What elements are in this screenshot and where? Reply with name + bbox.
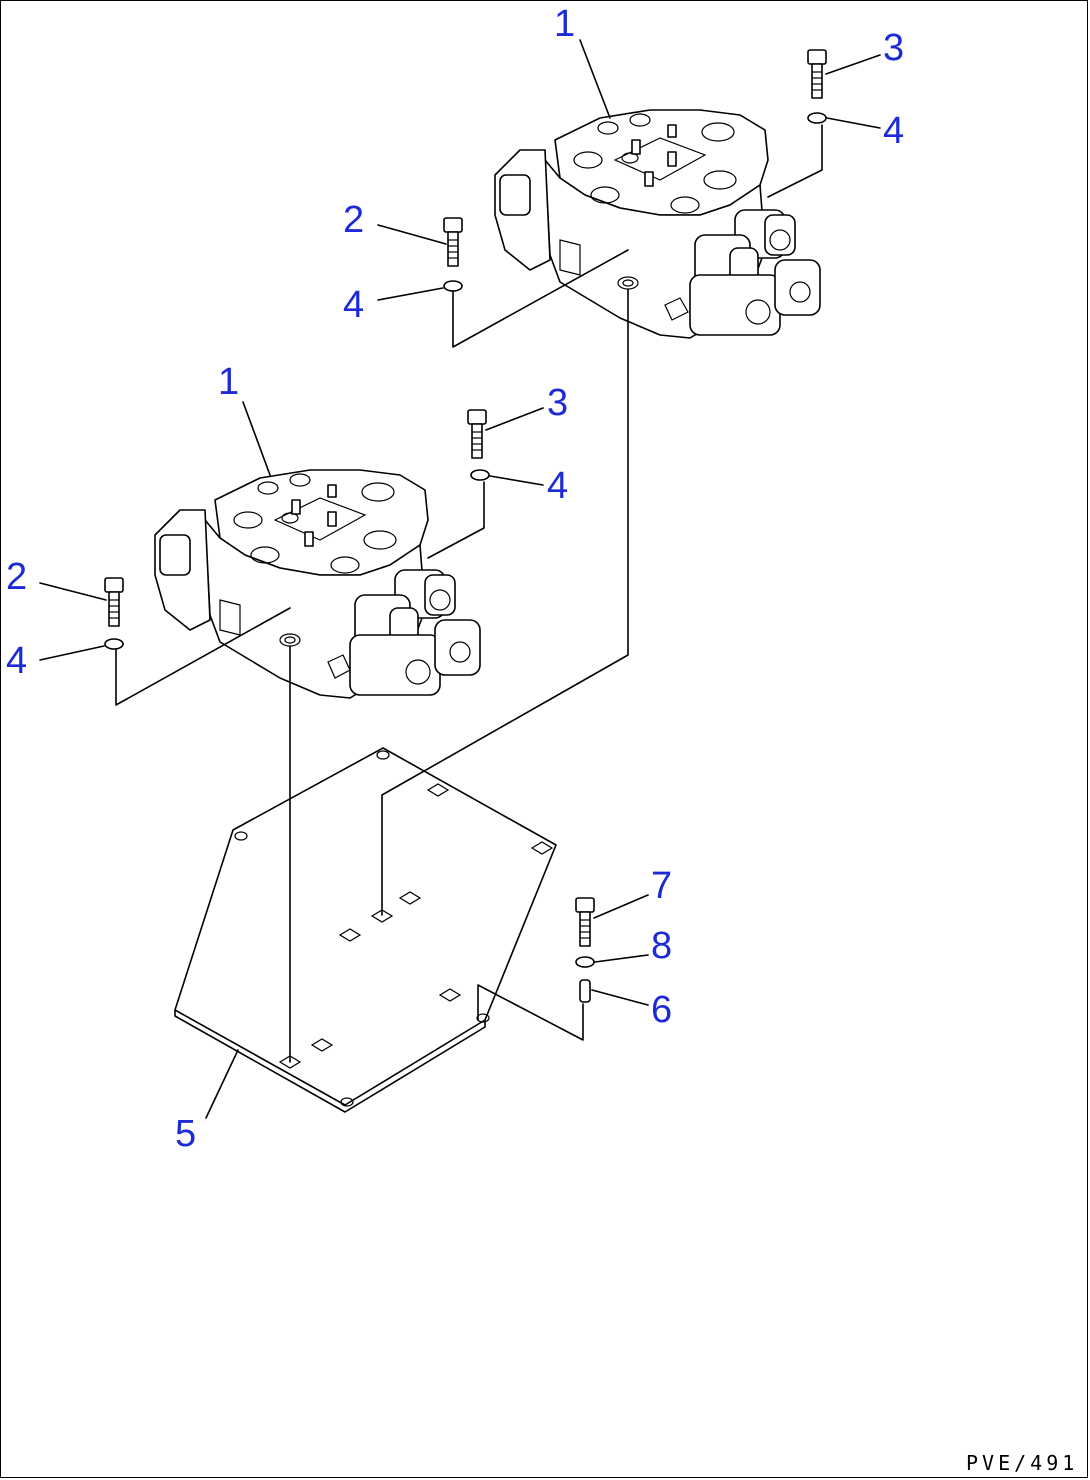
control-valve-upper — [494, 109, 821, 339]
dowel-pin-6 — [579, 979, 591, 1003]
bolt-2-upper — [443, 217, 463, 267]
bolt-7 — [575, 897, 595, 947]
callout-3-upper: 3 — [883, 27, 904, 69]
washer-4-upper-right — [807, 112, 827, 124]
bolt-3-lower — [467, 409, 487, 459]
callout-8: 8 — [651, 925, 672, 967]
bolt-3-upper — [807, 49, 827, 99]
callout-2-lower: 2 — [6, 556, 27, 598]
callout-4-lower-left: 4 — [6, 640, 27, 682]
control-valve-lower — [154, 469, 481, 699]
callout-4-lower-right: 4 — [547, 465, 568, 507]
mounting-plate — [174, 747, 557, 1113]
callout-4-upper-left: 4 — [343, 284, 364, 326]
callout-6: 6 — [651, 989, 672, 1031]
washer-4-lower-left — [104, 638, 124, 650]
washer-4-upper-left — [443, 280, 463, 292]
washer-4-lower-right — [470, 469, 490, 481]
callout-7: 7 — [651, 865, 672, 907]
bolt-2-lower — [104, 577, 124, 627]
callout-1-upper: 1 — [554, 3, 575, 45]
callout-1-lower: 1 — [218, 361, 239, 403]
washer-8 — [575, 956, 595, 968]
callout-5: 5 — [175, 1113, 196, 1155]
callout-2-upper: 2 — [343, 199, 364, 241]
drawing-code: PVE/491 — [966, 1451, 1078, 1475]
callout-4-upper-right: 4 — [883, 110, 904, 152]
callout-3-lower: 3 — [547, 382, 568, 424]
